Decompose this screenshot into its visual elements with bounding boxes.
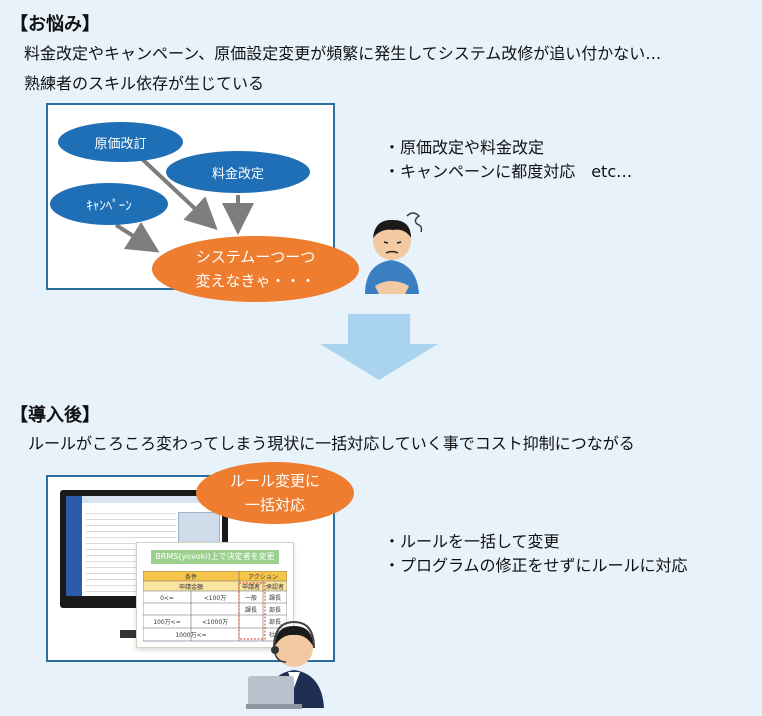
problem-line-2: 熟練者のスキル依存が生じている [24,74,265,93]
solution-bullet-1: ・ルールを一括して変更 [384,532,560,551]
solution-bullet-2: ・プログラムの修正をせずにルールに対応 [384,556,688,575]
laptop-icon [248,676,294,708]
rule-row-1-applicant: 一般 [245,594,257,602]
callout-rule-change: ルール変更に 一括対応 [196,462,354,524]
problem-bullet-2: ・キャンペーンに都度対応 etc… [384,162,633,181]
problem-line-1: 料金改定やキャンペーン、原価設定変更が頻繁に発生してシステム改修が追い付かない… [24,44,662,63]
rule-row-4-from: 1000万<= [175,632,206,639]
problem-arrows [114,156,254,253]
rule-row-3-from: 100万<= [153,619,181,626]
worried-person-illustration [365,212,423,294]
arrow-cost-revision [139,156,218,230]
solution-heading: 【導入後】 [10,405,100,426]
bubble-campaign: ｷｬﾝﾍﾟｰﾝ [50,183,168,225]
operator-illustration [246,620,324,709]
bubble-cost-revision: 原価改訂 [58,122,183,162]
system-change-line-2: 変えなきゃ・・・ [195,272,316,290]
rule-sheet-title: BRMS(yovoki)上で決定者を変更 [151,550,279,564]
rule-header-condition: 条件 [185,573,197,581]
rule-row-1-to: <100万 [204,595,226,602]
problem-bullet-1: ・原価改定や料金改定 [384,138,545,157]
rule-col-approver: 承認者 [266,583,284,591]
rule-col-amount: 申請金額 [179,583,203,591]
rule-row-1-from: 0<= [160,595,174,602]
rule-row-3-approver: 部長 [269,618,281,626]
bubble-system-change: システムーつーつ 変えなきゃ・・・ [152,236,359,302]
system-change-line-1: システムーつーつ [195,248,316,266]
rule-row-3-to: <1000万 [202,619,228,626]
worry-squiggle-icon [406,212,423,233]
solution-line: ルールがころころ変わってしまう現状に一括対応していく事でコスト抑制につながる [28,434,635,453]
headset-icon [273,620,315,649]
rule-header-action: アクション [248,574,278,581]
callout-line-2: 一括対応 [244,496,305,514]
arrow-campaign [114,221,160,253]
rule-row-2-approver: 部長 [269,606,281,614]
transition-down-arrow [320,314,438,380]
rule-row-1-approver: 課長 [269,594,281,602]
bubble-price-revision: 料金改定 [166,151,310,193]
rule-row-2-applicant: 課長 [245,606,257,614]
rule-sheet: BRMS(yovoki)上で決定者を変更 条件 アクション 申請金額 申請者 承… [136,542,294,648]
callout-line-1: ルール変更に [229,472,320,490]
rule-table: 条件 アクション 申請金額 申請者 承認者 0<= <100万 一般 課長 課長… [143,571,287,642]
problem-heading: 【お悩み】 [10,14,100,35]
rule-col-applicant: 申請者 [242,583,260,591]
